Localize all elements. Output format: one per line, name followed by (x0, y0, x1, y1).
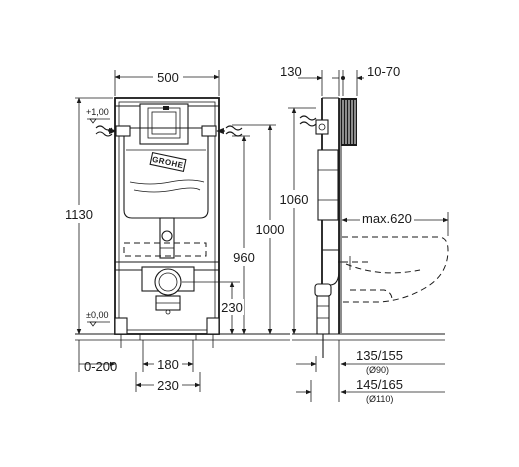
dim-label-dia-110: (Ø110) (366, 394, 393, 404)
dim-pipe-145-165: 145/165 (Ø110) (296, 377, 445, 404)
front-view: GROHE (61, 68, 290, 393)
dim-label-1130: 1130 (65, 207, 93, 222)
dim-label-230-height: 230 (221, 300, 243, 315)
dim-label-230-spacing: 230 (157, 378, 179, 393)
pan-outline (123, 242, 207, 257)
level-top-label: +1,00 (86, 107, 109, 117)
level-marker-top: +1,00 (86, 107, 110, 124)
side-pan-outline (338, 236, 449, 303)
level-floor-label: ±0,00 (86, 310, 108, 320)
side-waste-bend (314, 249, 340, 358)
dim-height-230: 230 (182, 281, 244, 335)
dim-height-1000: 1000 (232, 124, 288, 335)
dim-label-10-70: 10-70 (367, 64, 400, 79)
flush-plate-opening (139, 103, 189, 145)
dim-label-180: 180 (157, 357, 179, 372)
dim-max-620: max.620 (341, 210, 449, 236)
dim-depth-130: 130 (280, 64, 340, 96)
dim-spacing-230: 230 (135, 372, 201, 393)
level-marker-floor: ±0,00 (86, 310, 110, 327)
wall-section (339, 98, 357, 334)
dim-label-145-165: 145/165 (356, 377, 403, 392)
cistern: GROHE (115, 125, 217, 219)
dim-range-0-200: 0-200 (78, 340, 117, 374)
anchor-holes (139, 309, 197, 340)
dim-label-dia-90: (Ø90) (366, 365, 389, 375)
dim-label-130: 130 (280, 64, 302, 79)
dim-label-1000: 1000 (256, 222, 285, 237)
dim-spacing-180: 180 (142, 340, 194, 372)
dim-label-135-155: 135/155 (356, 348, 403, 363)
dim-height-1130: 1130 (61, 97, 113, 335)
dim-width-500: 500 (114, 68, 220, 96)
dim-height-1060: 1060 (276, 107, 316, 335)
waste-outlet (141, 266, 195, 311)
dim-label-max-620: max.620 (362, 211, 412, 226)
flush-pipe (159, 217, 175, 259)
dim-pipe-135-155: 135/155 (Ø90) (296, 340, 445, 402)
side-view: 130 10-70 1060 max.620 (276, 64, 449, 404)
dim-label-1060: 1060 (280, 192, 309, 207)
dim-label-0-200: 0-200 (84, 359, 117, 374)
dim-label-width: 500 (157, 70, 179, 85)
dim-range-10-70: 10-70 (341, 64, 400, 96)
dim-label-960: 960 (233, 250, 255, 265)
